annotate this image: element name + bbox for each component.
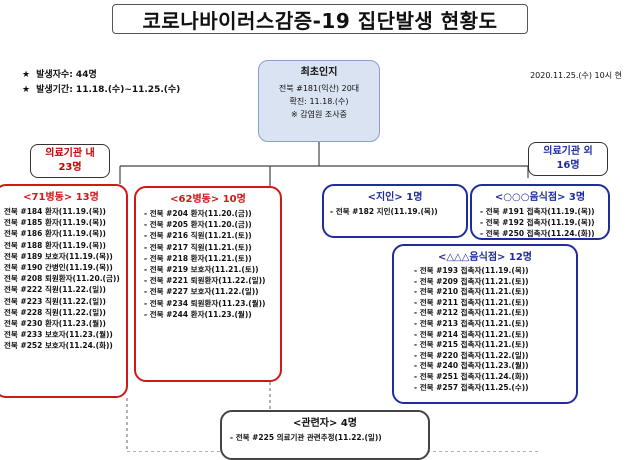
outbreak-summary: ★발생자수: 44명 ★발생기간: 11.18.(수)~11.25.(수) [22,68,180,98]
case-item: - 전북 #250 접촉자(11.24.(화)) [480,229,595,239]
page-title: 코로나바이러스감증-19 집단발생 현황도 [112,4,528,34]
case-item: - 전북 #251 접촉자(11.24.(화)) [414,371,529,381]
case-list: - 전북 #225 의료기관 관련추정(11.22.(일)) [222,432,428,443]
first-case-title: 최초인지 [300,67,338,78]
star-icon: ★ [22,70,31,80]
case-item: 전북 #184 환자(11.19.(목)) [4,207,106,216]
group-ward-62: <62병동> 10명 - 전북 #204 환자(11.20.(금))- 전북 #… [134,186,282,382]
case-item: 전북 #230 환자(11.23.(월)) [4,319,106,329]
first-case-id: 전북 #181(익산) 20대 [278,84,360,93]
case-item: - 전북 #240 접촉자(11.23.(월)) [414,361,529,371]
group-title: <62병동> 10명 [170,194,246,205]
case-period: ★발생기간: 11.18.(수)~11.25.(수) [22,85,181,95]
case-item: 전북 #222 직원(11.22.(일)) [4,285,106,295]
case-item: 전북 #233 보호자(11.23.(월)) [4,330,113,340]
case-item: 전북 #188 환자(11.19.(목)) [4,240,106,250]
case-item: - 전북 #213 접촉자(11.21.(토)) [414,318,529,328]
case-count: ★발생자수: 44명 [22,70,97,80]
case-item: - 전북 #191 접촉자(11.19.(목)) [480,207,595,216]
case-item: - 전북 #210 접촉자(11.21.(토)) [414,287,529,297]
case-list: - 전북 #193 접촉자(11.19.(목))- 전북 #209 접촉자(11… [394,266,576,393]
first-case-box: 최초인지 전북 #181(익산) 20대 확진: 11.18.(수) ※ 감염원… [258,60,380,142]
case-item: - 전북 #215 접촉자(11.21.(토)) [414,340,529,350]
case-item: - 전북 #193 접촉자(11.19.(목)) [414,266,529,275]
case-item: - 전북 #204 환자(11.20.(금)) [144,209,252,218]
first-case-confirmed: 확진: 11.18.(수) [289,97,349,106]
case-item: - 전북 #227 보호자(11.22.(일)) [144,287,259,297]
case-item: 전북 #208 퇴원환자(11.20.(금)) [4,274,120,284]
case-item: 전북 #252 보호자(11.24.(화)) [4,341,113,351]
case-list: 전북 #184 환자(11.19.(목)) 전북 #185 환자(11.19.(목… [0,206,126,352]
inside-hospital-box: 의료기관 내 23명 [30,144,110,178]
case-item: - 전북 #244 환자(11.23.(월)) [144,309,252,319]
group-related: <관련자> 4명 - 전북 #225 의료기관 관련추정(11.22.(일)) [220,410,430,460]
case-item: - 전북 #216 직원(11.21.(토)) [144,231,252,241]
group-title: <71병동> 13명 [23,192,99,203]
group-restaurant-2: <△△△음식점> 12명 - 전북 #193 접촉자(11.19.(목))- 전… [392,244,578,404]
case-item: 전북 #185 환자(11.19.(목)) [4,218,106,228]
case-item: - 전북 #214 접촉자(11.21.(토)) [414,329,529,339]
case-list: - 전북 #204 환자(11.20.(금)) - 전북 #205 환자(11.2… [136,208,280,320]
case-item: - 전북 #225 의료기관 관련추정(11.22.(일)) [230,433,382,442]
case-item: - 전북 #211 접촉자(11.21.(토)) [414,297,529,307]
case-item: - 전북 #212 접촉자(11.21.(토)) [414,308,529,318]
group-title: <△△△음식점> 12명 [437,252,533,263]
case-item: - 전북 #221 퇴원환자(11.22.(일)) [144,276,266,286]
group-ward-71: <71병동> 13명 전북 #184 환자(11.19.(목)) 전북 #185 … [0,184,128,398]
case-item: - 전북 #218 환자(11.21.(토)) [144,253,252,263]
case-item: - 전북 #205 환자(11.20.(금)) [144,220,252,230]
case-item: - 전북 #220 접촉자(11.22.(일)) [414,350,529,360]
outside-hospital-box: 의료기관 외 16명 [528,142,608,176]
case-item: - 전북 #209 접촉자(11.21.(토)) [414,276,529,286]
case-list: - 전북 #182 지인(11.19.(목)) [324,206,466,217]
case-list: - 전북 #191 접촉자(11.19.(목)) - 전북 #192 접촉자(11… [472,206,608,240]
case-item: 전북 #189 보호자(11.19.(목)) [4,251,113,261]
group-title: <지인> 1명 [367,192,423,203]
case-item: - 전북 #219 보호자(11.21.(토)) [144,265,259,275]
case-item: - 전북 #257 접촉자(11.25.(수)) [414,382,529,392]
report-date: 2020.11.25.(수) 10시 현 [530,71,622,80]
group-title: <○○○음식점> 3명 [494,192,586,203]
case-item: - 전북 #217 직원(11.21.(토)) [144,242,252,252]
first-case-source: ※ 감염원 조사중 [291,110,347,119]
case-item: 전북 #190 간병인(11.19.(목)) [4,263,113,273]
group-restaurant-1: <○○○음식점> 3명 - 전북 #191 접촉자(11.19.(목))- 전북… [470,184,610,240]
case-item: 전북 #223 직원(11.22.(일)) [4,296,106,306]
star-icon: ★ [22,85,31,95]
case-item: - 전북 #192 접촉자(11.19.(목)) [480,218,595,228]
group-title: <관련자> 4명 [293,418,357,429]
case-item: 전북 #228 직원(11.22.(일)) [4,307,106,317]
case-item: - 전북 #234 퇴원환자(11.23.(월)) [144,298,266,308]
group-acquaint: <지인> 1명 - 전북 #182 지인(11.19.(목)) [322,184,468,238]
case-item: - 전북 #182 지인(11.19.(목)) [330,207,438,216]
case-item: 전북 #186 환자(11.19.(목)) [4,229,106,239]
